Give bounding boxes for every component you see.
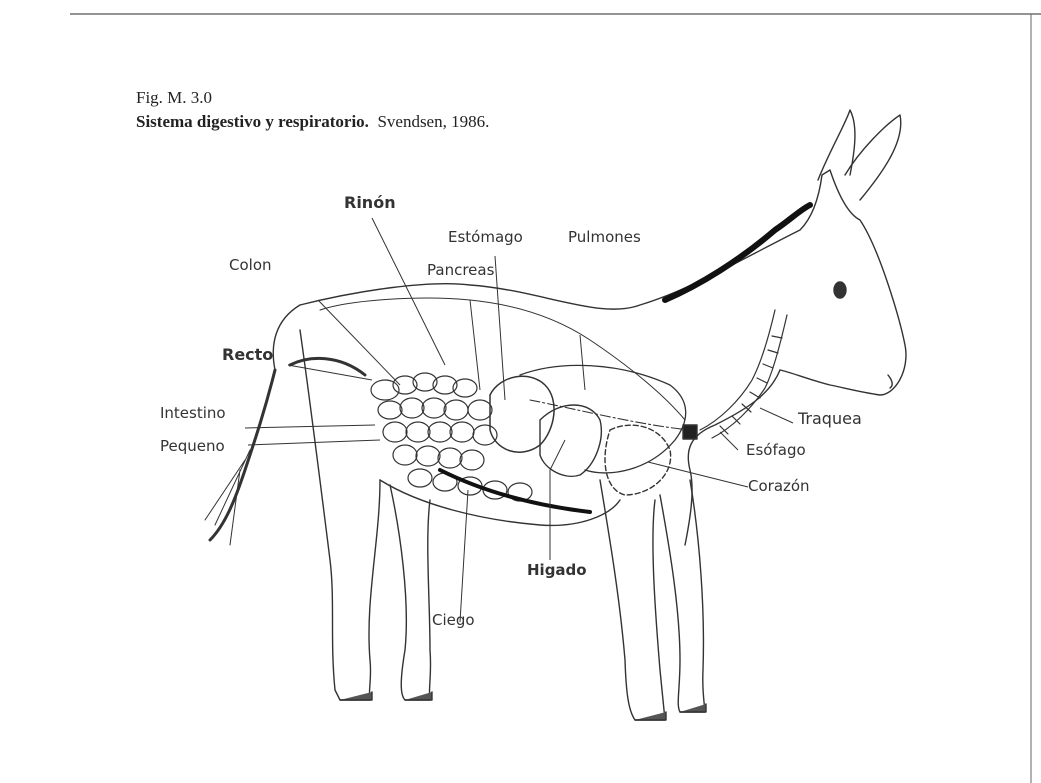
- label-esofago: Esófago: [746, 441, 806, 459]
- label-intestino: Intestino: [160, 404, 226, 422]
- front-leg-1: [600, 480, 665, 720]
- nostril: [888, 375, 892, 388]
- tail-hair: [205, 450, 250, 545]
- mane: [665, 205, 810, 300]
- figure-number: Fig. M. 3.0: [136, 88, 212, 108]
- intestine-coils: [371, 373, 532, 501]
- label-pancreas: Pancreas: [427, 261, 495, 279]
- hoof-2: [405, 692, 432, 700]
- trachea-node: [683, 425, 697, 439]
- label-ciego: Ciego: [432, 611, 475, 629]
- liver: [540, 405, 601, 476]
- eye: [834, 282, 846, 298]
- ear-left: [818, 110, 855, 180]
- heart: [605, 425, 671, 495]
- label-rinon: Rinón: [344, 193, 396, 212]
- label-pulmones: Pulmones: [568, 228, 641, 246]
- rump: [273, 305, 300, 370]
- label-higado: Higado: [527, 561, 587, 579]
- label-traquea: Traquea: [797, 409, 862, 428]
- lungs: [520, 365, 686, 473]
- hoof-3: [635, 712, 666, 720]
- figure-title-bold: Sistema digestivo y respiratorio.: [136, 112, 369, 131]
- hind-leg-2: [390, 485, 431, 700]
- hoof-4: [680, 704, 706, 712]
- label-estomago: Estómago: [448, 228, 523, 246]
- hoof-1: [340, 692, 372, 700]
- label-pequeno: Pequeno: [160, 437, 225, 455]
- trachea-rings: [700, 310, 787, 438]
- label-corazon: Corazón: [748, 477, 810, 495]
- stomach: [490, 376, 554, 452]
- hind-leg-1: [300, 330, 380, 700]
- figure-source: Svendsen, 1986.: [377, 112, 489, 131]
- label-recto: Recto: [222, 345, 273, 364]
- label-colon: Colon: [229, 256, 272, 274]
- front-leg-2: [660, 480, 705, 712]
- figure-title: Sistema digestivo y respiratorio. Svends…: [136, 112, 489, 132]
